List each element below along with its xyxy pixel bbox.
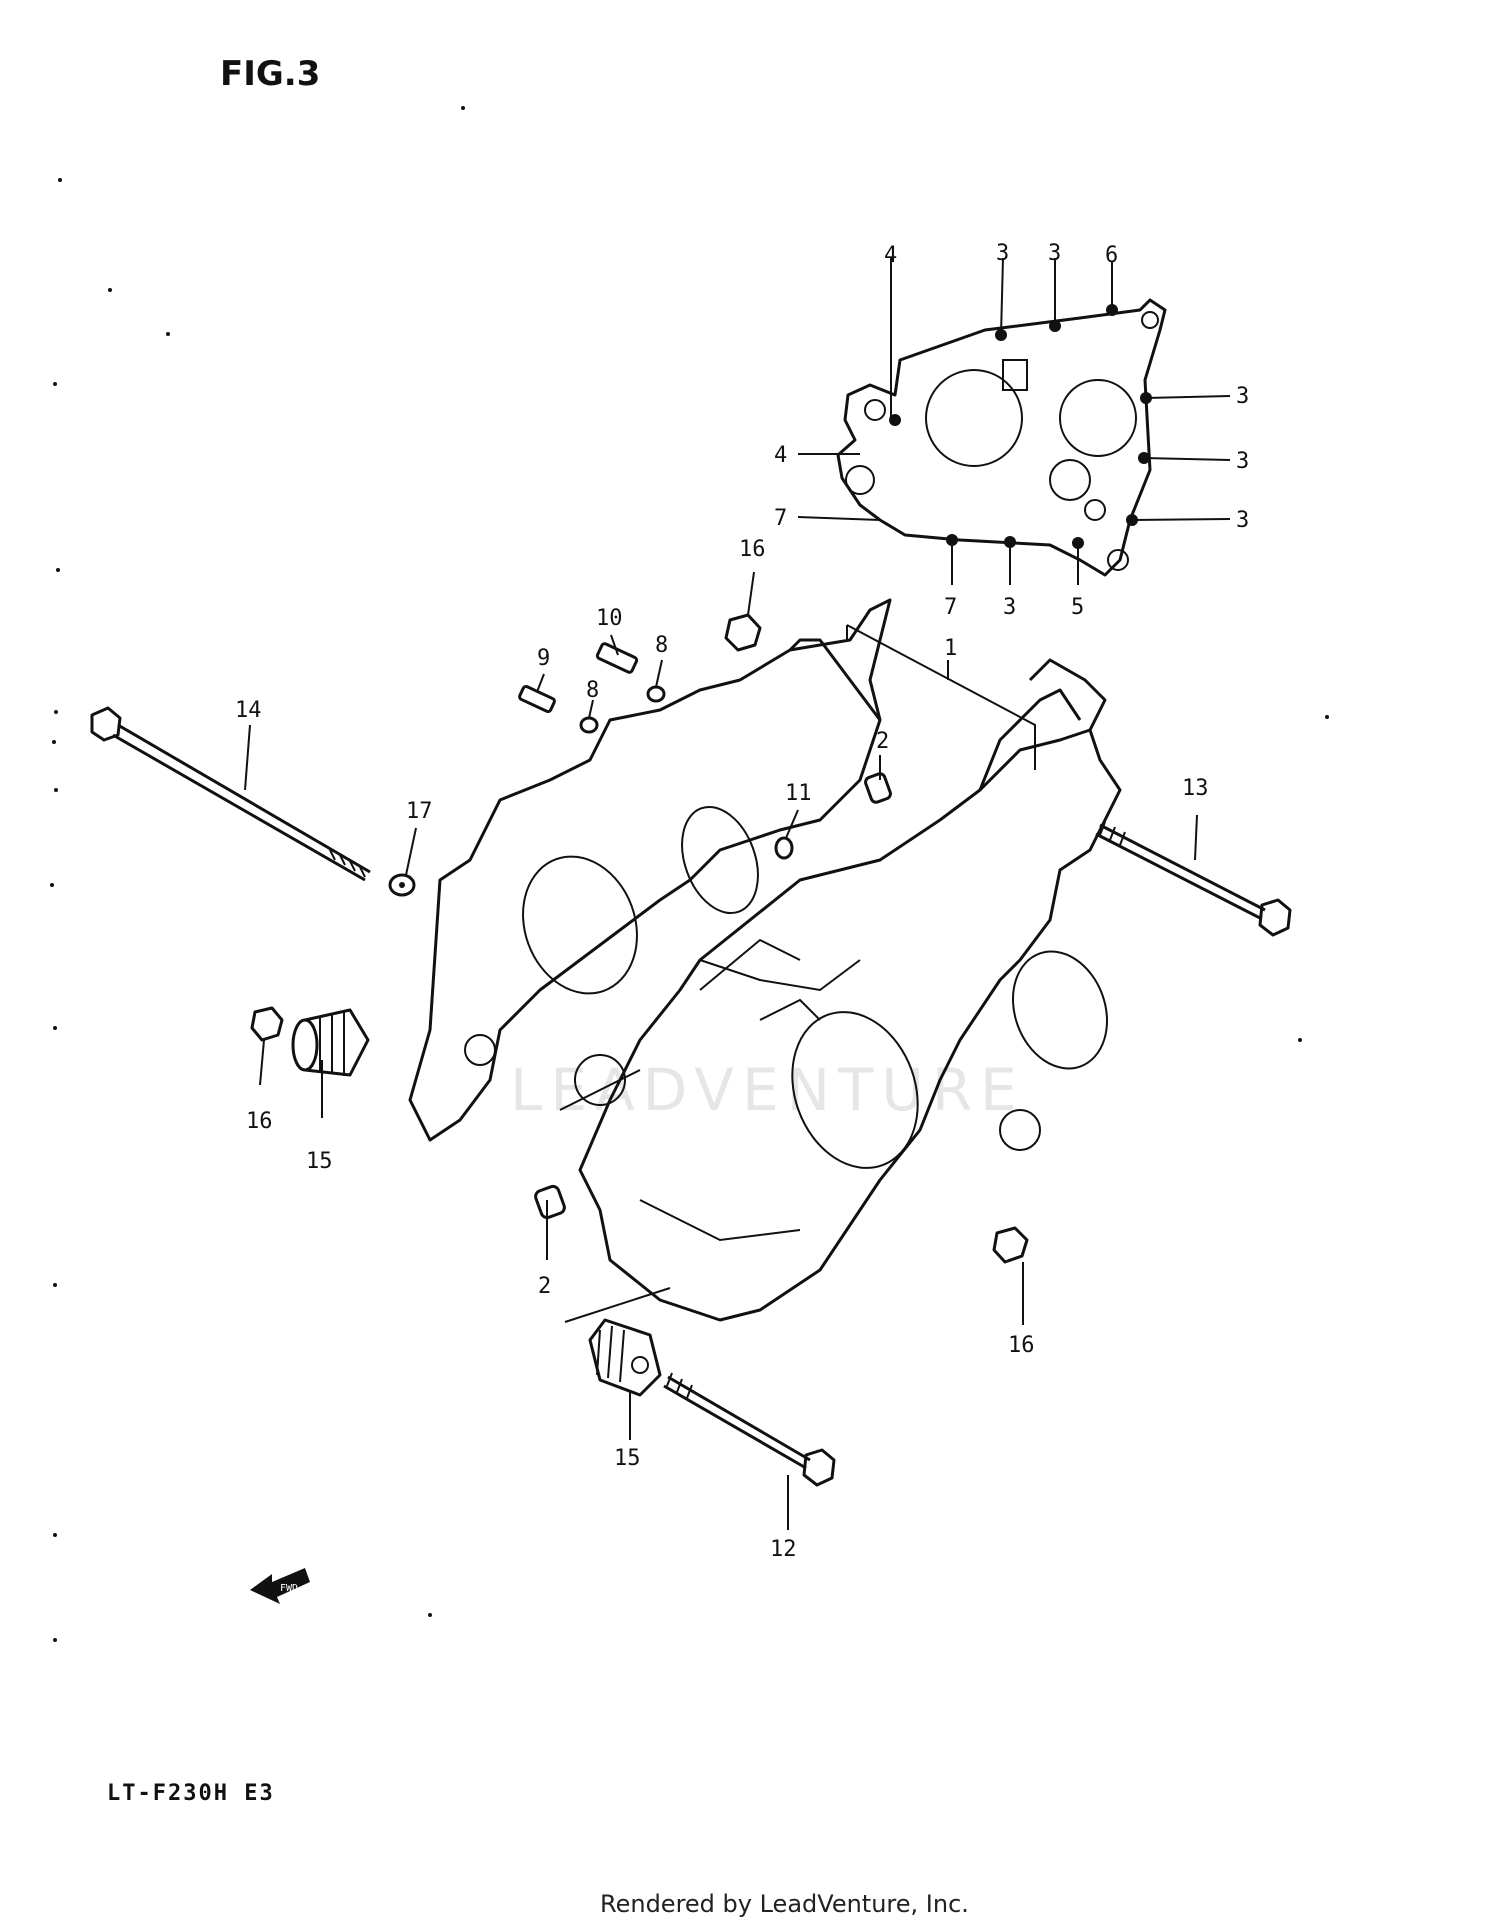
callout-7-left: 7 [774, 506, 787, 531]
watermark-text: LEADVENTURE [510, 1056, 1025, 1124]
dowel-pin-2-lower [534, 1184, 566, 1220]
callout-12: 12 [770, 1537, 797, 1562]
footer-credit: Rendered by LeadVenture, Inc. [600, 1890, 969, 1918]
callout-14: 14 [235, 698, 262, 723]
callout-8-upper: 8 [655, 633, 668, 658]
callout-17: 17 [406, 799, 433, 824]
crankcase-gasket [836, 298, 1167, 577]
callout-3-top-a: 3 [996, 241, 1009, 266]
callout-4-left: 4 [774, 443, 787, 468]
plug-10 [595, 642, 639, 674]
callout-13: 13 [1182, 776, 1209, 801]
scan-noise [50, 106, 1329, 1642]
callout-labels: 1 2 2 3 3 3 3 3 3 4 4 5 6 7 7 8 8 9 10 1… [235, 241, 1249, 1562]
callout-15-left: 15 [306, 1149, 333, 1174]
fwd-label: FWD [280, 1583, 298, 1594]
callout-3-right-a: 3 [1236, 384, 1249, 409]
oil-seal-15-lower [588, 1318, 662, 1397]
callout-3-right-b: 3 [1236, 449, 1249, 474]
callout-1: 1 [944, 636, 957, 661]
bolt-12 [663, 1372, 836, 1487]
callout-16-left: 16 [246, 1109, 273, 1134]
leader-lines [244, 257, 1231, 1530]
callout-3-right-c: 3 [1236, 508, 1249, 533]
callout-2-upper: 2 [876, 729, 889, 754]
dowel-pin-2-upper [864, 772, 892, 804]
callout-5: 5 [1071, 595, 1084, 620]
callout-16-right: 16 [1008, 1333, 1035, 1358]
callout-9: 9 [537, 646, 550, 671]
bolt-13 [1095, 821, 1292, 937]
callout-15-lower: 15 [614, 1446, 641, 1471]
nut-16 [250, 613, 1029, 1264]
callout-6: 6 [1105, 243, 1118, 268]
callout-7-bottom: 7 [944, 595, 957, 620]
figure-title: FIG.3 [220, 54, 320, 94]
jet-11 [774, 836, 794, 860]
fwd-arrow-icon: FWD [250, 1568, 310, 1604]
callout-10: 10 [596, 606, 623, 631]
oil-seal-15-left [291, 1008, 370, 1077]
bolt-14 [90, 706, 371, 882]
callout-2-lower: 2 [538, 1274, 551, 1299]
plug-9 [518, 684, 556, 714]
washer-17 [388, 873, 416, 897]
callout-3-bottom: 3 [1003, 595, 1016, 620]
callout-3-top-b: 3 [1048, 241, 1061, 266]
callout-16-top: 16 [739, 537, 766, 562]
callout-11: 11 [785, 781, 812, 806]
callout-4-top: 4 [884, 243, 897, 268]
callout-8-lower: 8 [586, 678, 599, 703]
crankcase-assembly [408, 598, 1122, 1322]
model-code: LT-F230H E3 [107, 1781, 275, 1806]
